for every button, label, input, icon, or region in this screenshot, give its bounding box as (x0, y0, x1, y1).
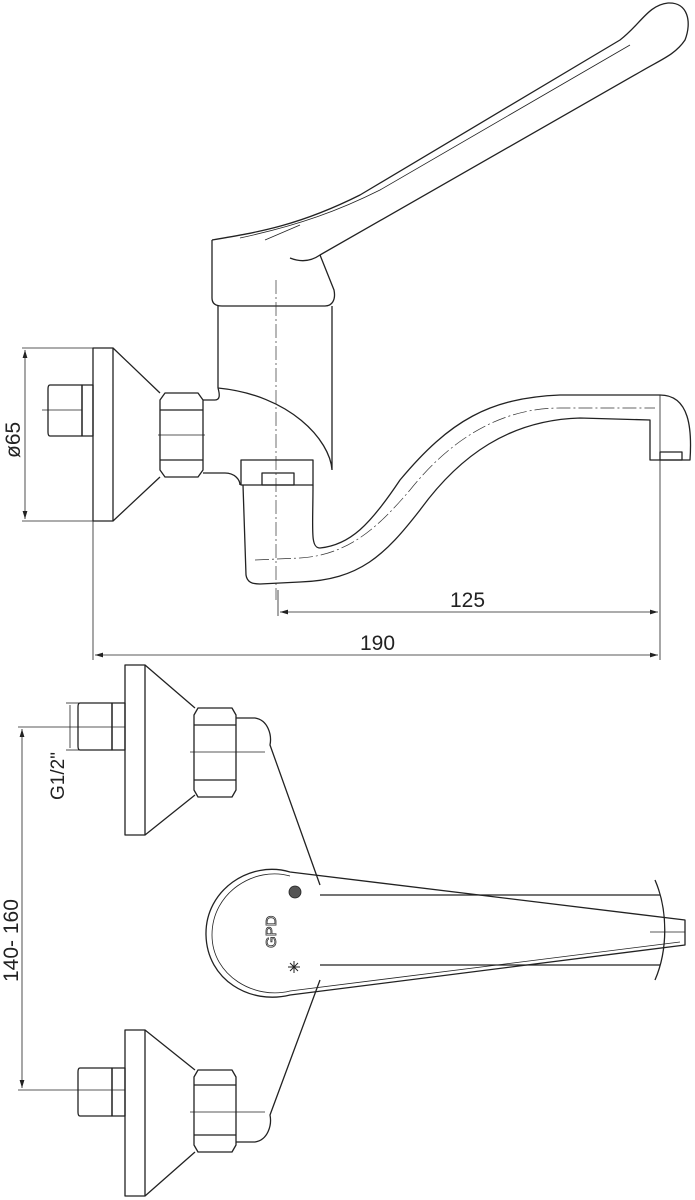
lever-plan (205, 868, 686, 998)
total-length-label: 190 (360, 632, 395, 655)
spout-plan (320, 879, 666, 981)
dimension-total-length: 190 (92, 521, 658, 660)
spout (240, 394, 692, 585)
lower-flange (77, 1029, 265, 1197)
spout-reach-label: 125 (450, 589, 485, 612)
upper-flange (77, 664, 265, 836)
side-view: ø65 125 190 (2, 2, 692, 660)
dimension-thread: G1/2" (48, 702, 80, 800)
elbow (203, 387, 241, 486)
center-distance-label: 140- 160 (0, 899, 23, 982)
dimension-center-distance: 140- 160 (0, 726, 125, 1091)
cold-indicator-icon (288, 961, 300, 973)
hot-indicator-icon (288, 885, 302, 899)
diameter-label: ø65 (2, 422, 25, 458)
inlet-pipe (42, 384, 94, 437)
dimension-diameter: ø65 (2, 347, 93, 522)
dimension-spout-reach: 125 (277, 395, 661, 660)
top-view: GPD G1/2" 140- 160 (0, 664, 686, 1197)
wall-flange (92, 347, 161, 522)
lever-hub (211, 240, 336, 307)
brand-logo: GPD (263, 915, 280, 948)
hex-nut (158, 392, 205, 478)
lever-handle (211, 2, 689, 262)
thread-label: G1/2" (48, 752, 69, 800)
cartridge-body (217, 306, 333, 471)
body-outline (236, 717, 321, 1143)
